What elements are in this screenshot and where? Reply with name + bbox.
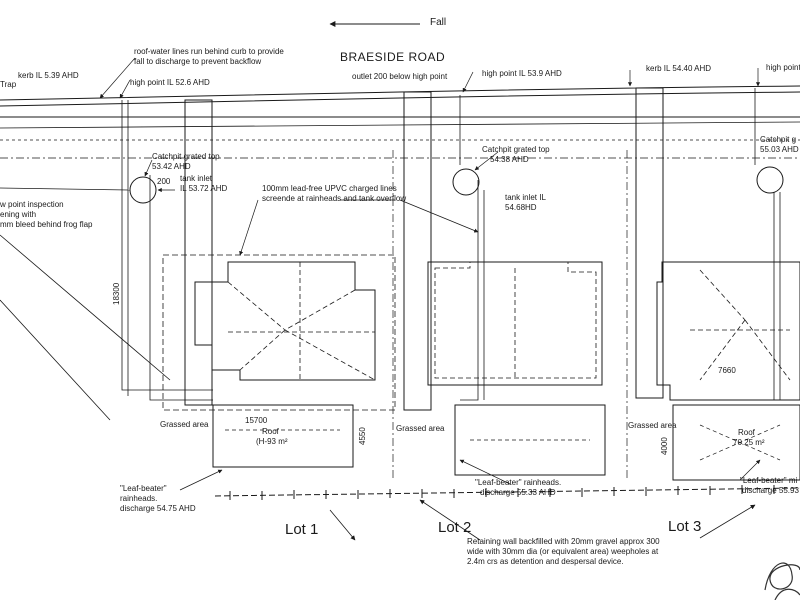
- grassed-area-lot1: Grassed area: [160, 420, 209, 429]
- note-pointers: [0, 57, 761, 491]
- house-lot1: [162, 254, 396, 411]
- catchpit-lot3-label-2: 55.03 AHD: [760, 145, 799, 154]
- tank-inlet-lot1-label-2: IL 53.72 AHD: [180, 184, 228, 193]
- tank-inlet-lot2-label-1: tank inlet IL: [505, 193, 546, 202]
- roof-lot1-label: Roof: [262, 427, 279, 436]
- tank-inlet-lot2-label-2: 54.68HD: [505, 203, 537, 212]
- grassed-area-lot3: Grassed area: [628, 421, 677, 430]
- retaining-wall-note-3: 2.4m crs as detention and despersal devi…: [467, 557, 624, 566]
- lot-2-label: Lot 2: [438, 519, 472, 536]
- catchpit-lot3-label-1: Catchpit g: [760, 135, 797, 144]
- dimension-15700: 15700: [245, 416, 268, 425]
- retaining-wall: [214, 487, 800, 497]
- leaf-beater-lot3-1: "Leaf-beater" mi: [740, 476, 798, 485]
- retaining-wall-note-2: wide with 30mm dia (or equivalent area) …: [467, 547, 659, 556]
- grassed-area-lot2: Grassed area: [396, 424, 445, 433]
- dimension-7660: 7660: [718, 366, 736, 375]
- high-point-lot1-label: high point IL 52.6 AHD: [130, 78, 210, 87]
- driveway-lot2: [403, 91, 432, 411]
- lot-1-label: Lot 1: [285, 521, 319, 538]
- leaf-beater-lot2-1: "Leaf-beater" rainheads.: [475, 478, 562, 487]
- pipe-200-label: 200: [157, 177, 171, 186]
- high-point-lot3-label: high point: [766, 63, 800, 72]
- house-lot2: [427, 261, 603, 386]
- leaf-beater-lot1-1: "Leaf-beater": [120, 484, 167, 493]
- trap-label: Trap: [0, 80, 17, 89]
- leaf-beater-lot1-2: rainheads.: [120, 494, 158, 503]
- tank-lot1: [212, 404, 354, 468]
- catchpit-lot2: [452, 168, 480, 196]
- outlet-label: outlet 200 below high point: [352, 72, 448, 81]
- catchpit-lot1-label-2: 53.42 AHD: [152, 162, 191, 171]
- roof-water-note-2: fall to discharge to prevent backflow: [134, 57, 262, 66]
- inspection-note-2: ening with: [0, 210, 37, 219]
- driveway-lot3: [635, 87, 664, 399]
- catchpit-lot3: [756, 166, 784, 194]
- kerb-lot3-label: kerb IL 54.40 AHD: [646, 64, 712, 73]
- tank-lot2: [454, 404, 606, 476]
- charged-lines: [121, 88, 800, 401]
- dimension-18300: 18300: [112, 282, 121, 305]
- road-lines: [0, 85, 800, 141]
- upvc-note-2: screende at rainheads and tank overflow: [262, 194, 407, 203]
- retaining-wall-note-1: Retaining wall backfilled with 20mm grav…: [467, 537, 660, 546]
- inspection-note-3: mm bleed behind frog flap: [0, 220, 93, 229]
- catchpit-lot2-label-1: Catchpit grated top: [482, 145, 550, 154]
- wall-ticks: [229, 485, 775, 500]
- catchpit-lot1: [129, 176, 157, 204]
- tank-inlet-lot1-label-1: tank inlet: [180, 174, 213, 183]
- roof-lot3-area: 70.25 m²: [733, 438, 765, 447]
- signature: [764, 562, 800, 600]
- upvc-note-1: 100mm lead-free UPVC charged lines: [262, 184, 397, 193]
- roof-lot3-label: Roof: [738, 428, 755, 437]
- inspection-note-1: w point inspection: [0, 200, 64, 209]
- roof-lot1-area: (H-93 m²: [256, 437, 288, 446]
- lot-leaders: [329, 499, 756, 541]
- road-name: BRAESIDE ROAD: [340, 50, 446, 64]
- leaf-beater-lot2-2: discharge 55.33 AHD: [480, 488, 556, 497]
- driveway-lot1: [184, 99, 213, 406]
- dimension-4000: 4000: [660, 437, 669, 455]
- left-diagonals: [0, 234, 171, 421]
- catchpit-lot2-label-2: 54.38 AHD: [490, 155, 529, 164]
- leaf-beater-lot1-3: discharge 54.75 AHD: [120, 504, 196, 513]
- leaf-beater-lot3-2: discharge 55.93: [742, 486, 799, 495]
- fall-label: Fall: [430, 17, 447, 28]
- roof-water-note-1: roof-water lines run behind curb to prov…: [134, 47, 284, 56]
- catchpit-lot1-label-1: Catchpit grated top: [152, 152, 220, 161]
- dimension-4550: 4550: [358, 427, 367, 445]
- house-lot3: [656, 261, 800, 401]
- tank-lot3: [672, 404, 800, 481]
- kerb-lot1-label: kerb IL 5.39 AHD: [18, 71, 79, 80]
- high-point-lot2-label: high point IL 53.9 AHD: [482, 69, 562, 78]
- lot-3-label: Lot 3: [668, 518, 702, 535]
